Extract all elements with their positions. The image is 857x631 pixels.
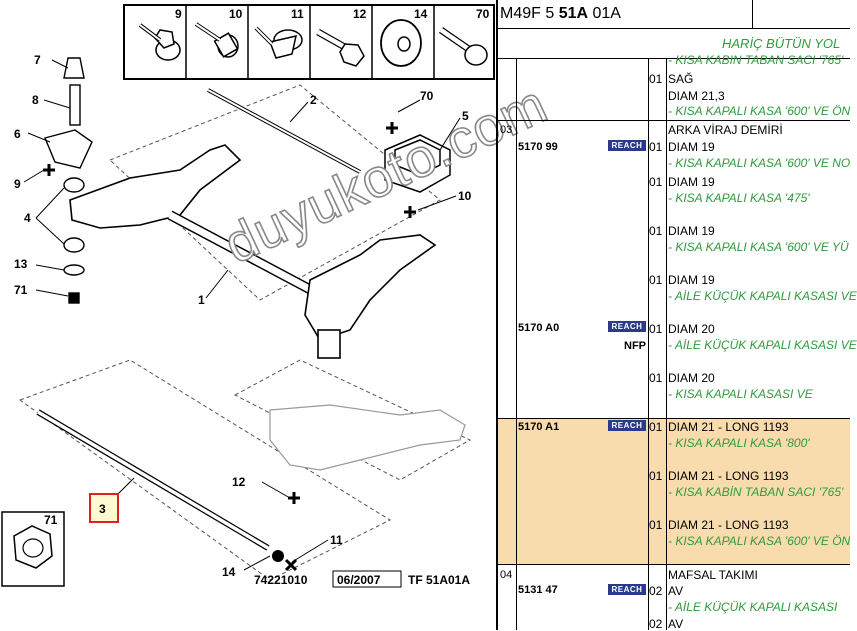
table-subheader: HARİÇ BÜTÜN YOL [498, 28, 850, 59]
anti-roll-bar [36, 409, 270, 551]
svg-text:3: 3 [99, 502, 106, 516]
flange-bolt-icon [194, 22, 239, 58]
callout-1: 1 [198, 293, 205, 307]
diagram-date: 06/2007 [337, 573, 381, 587]
hardware-icon-strip: 9 10 11 12 14 70 [123, 4, 495, 80]
leader-lines [23, 59, 461, 571]
callout-71: 71 [14, 283, 28, 297]
callout-11: 11 [330, 533, 343, 547]
rear-axle-assembly [69, 88, 437, 359]
panel-divider [496, 0, 498, 630]
part-number: 5170 A1 [518, 421, 560, 433]
icon-number-14: 14 [414, 7, 428, 21]
plus-markers [43, 122, 416, 572]
diagram-ref-number: 74221010 [254, 573, 308, 587]
diagram-tf-code: TF 51A01A [408, 573, 470, 587]
exploded-parts-diagram: 9 10 11 12 14 70 [1, 4, 495, 588]
part-number: 5170 A0 [518, 322, 560, 334]
callout-12: 12 [232, 475, 246, 489]
reach-badge: REACH [608, 140, 646, 151]
hex-bolt-icon [316, 28, 365, 67]
diagram-canvas: 9 10 11 12 14 70 [1, 4, 495, 588]
reach-badge: REACH [608, 420, 646, 431]
bolt-with-washer-icon [138, 23, 181, 61]
subheader-text: HARİÇ BÜTÜN YOL [722, 36, 841, 51]
icon-number-12: 12 [353, 7, 367, 21]
reach-badge: REACH [608, 321, 646, 332]
part-number: 5170 99 [518, 141, 558, 153]
icon-number-9: 9 [175, 7, 182, 21]
nfp-flag: NFP [624, 340, 646, 352]
nut-marker [272, 550, 284, 562]
callout-7: 7 [34, 53, 41, 67]
assembly-guide-frames [18, 84, 472, 581]
callout-6: 6 [14, 127, 21, 141]
callout-9: 9 [14, 177, 21, 191]
left-mount-stack [44, 57, 93, 304]
callout-4: 4 [24, 211, 31, 225]
icon-number-10: 10 [229, 7, 243, 21]
icon-number-70: 70 [476, 7, 490, 21]
highlighted-callout-3[interactable]: 3 [89, 493, 119, 523]
washer-icon [380, 19, 422, 67]
wheel-knuckle [269, 404, 466, 471]
callout-70: 70 [420, 89, 434, 103]
highlighted-row-bg [498, 418, 850, 564]
nut-inset: 71 [1, 511, 65, 587]
inset-callout-71: 71 [44, 513, 58, 527]
callout-10: 10 [458, 189, 472, 203]
icon-number-11: 11 [291, 7, 304, 21]
table-header: M49F 5 51A 01A [498, 0, 850, 29]
callout-13: 13 [14, 257, 28, 271]
callout-5: 5 [462, 109, 469, 123]
parts-table: M49F 5 51A 01A HARİÇ BÜTÜN YOL - KISA KA… [498, 0, 857, 631]
callout-14: 14 [222, 565, 236, 579]
reach-badge: REACH [608, 584, 646, 595]
catalog-code: M49F 5 51A 01A [500, 5, 621, 22]
cone-bolt-icon [254, 26, 303, 59]
part-number: 5131 47 [518, 584, 558, 596]
long-bolt-icon [439, 27, 488, 66]
callout-8: 8 [32, 93, 39, 107]
date-box [332, 570, 402, 588]
rubber-mount [384, 134, 451, 193]
callout-2: 2 [310, 93, 317, 107]
